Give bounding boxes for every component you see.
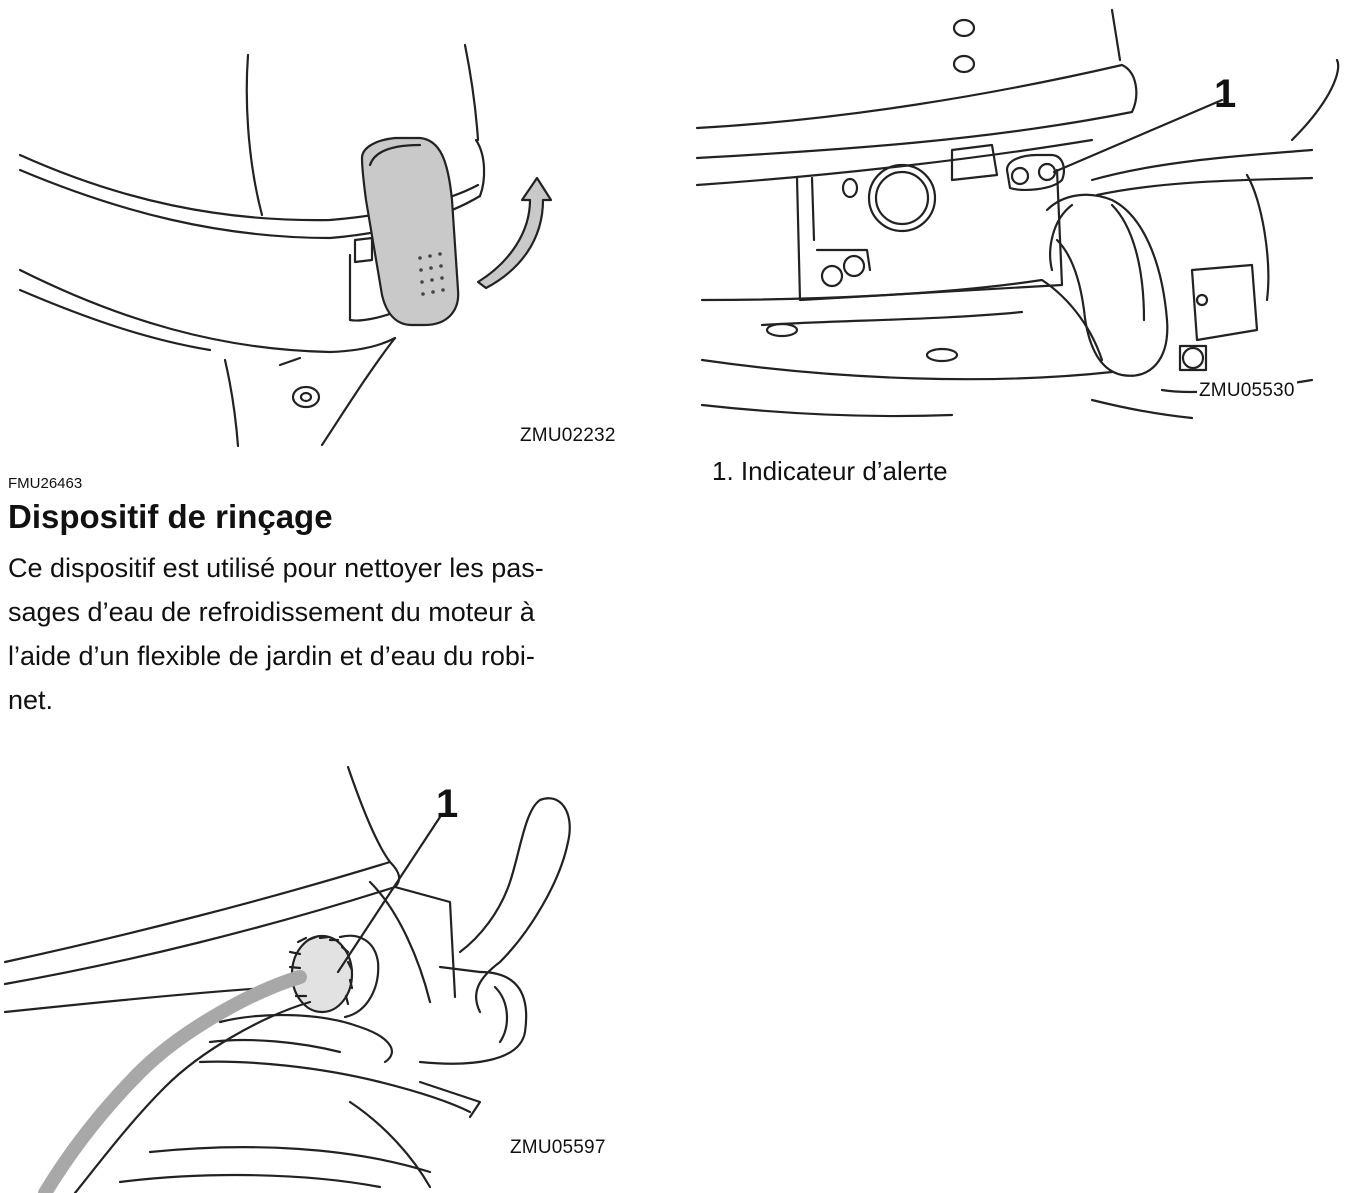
callout-number: 1 bbox=[1214, 72, 1237, 116]
cowl-lock-illustration: ZMU02232 bbox=[0, 0, 650, 455]
figure-code: ZMU05597 bbox=[508, 1137, 608, 1159]
section-code: FMU26463 bbox=[8, 475, 83, 492]
callout-number: 1 bbox=[436, 782, 459, 826]
body-line: Ce dispositif est utilisé pour nettoyer … bbox=[8, 553, 544, 583]
figure-legend: 1. Indicateur d’alerte bbox=[712, 456, 948, 486]
body-line: sages d’eau de refroidissement du moteur… bbox=[8, 597, 535, 627]
warning-indicator-illustration: 1 ZMU05530 bbox=[692, 0, 1342, 440]
section-title: Dispositif de rinçage bbox=[8, 498, 333, 535]
flushing-device-illustration: 1 ZMU05597 bbox=[0, 762, 640, 1193]
section-body: Ce dispositif est utilisé pour nettoyer … bbox=[8, 546, 658, 722]
figure-code: ZMU05530 bbox=[1197, 380, 1297, 402]
body-line: net. bbox=[8, 685, 54, 715]
figure-code: ZMU02232 bbox=[518, 425, 618, 447]
body-line: l’aide d’un flexible de jardin et d’eau … bbox=[8, 641, 535, 671]
